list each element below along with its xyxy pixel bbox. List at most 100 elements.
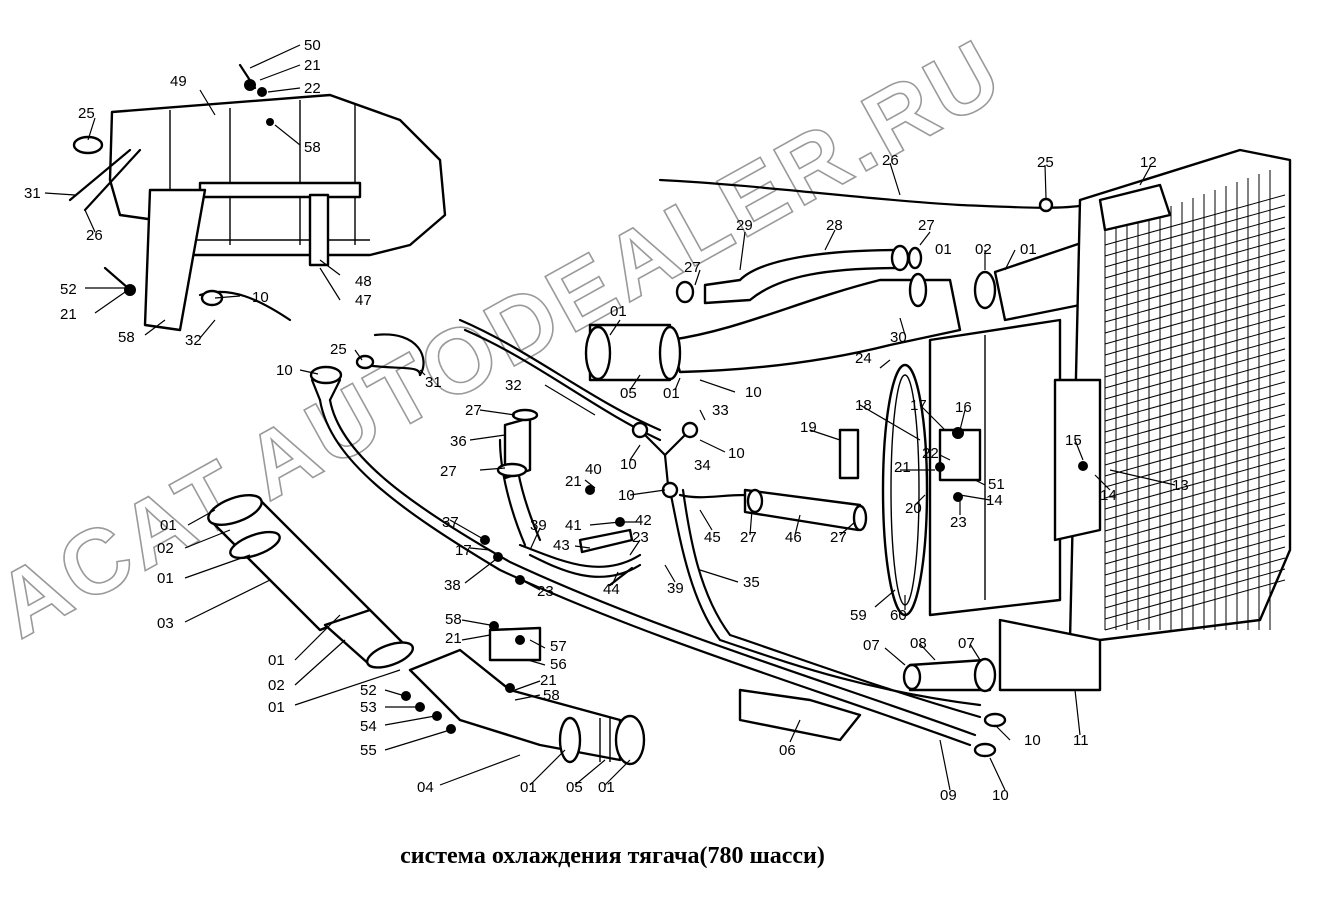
callout-56: 56 — [550, 656, 567, 673]
callout-14: 14 — [1100, 487, 1117, 504]
callout-10: 10 — [276, 362, 293, 379]
callout-40: 40 — [585, 461, 602, 478]
callout-32: 32 — [505, 377, 522, 394]
callout-21: 21 — [445, 630, 462, 647]
callout-51: 51 — [988, 476, 1005, 493]
callout-45: 45 — [704, 529, 721, 546]
callout-01: 01 — [610, 303, 627, 320]
callout-23: 23 — [950, 514, 967, 531]
callout-41: 41 — [565, 517, 582, 534]
callout-44: 44 — [603, 581, 620, 598]
callout-26: 26 — [86, 227, 103, 244]
callout-54: 54 — [360, 718, 377, 735]
callout-01: 01 — [935, 241, 952, 258]
callout-01: 01 — [160, 517, 177, 534]
radiator — [838, 148, 1292, 692]
callout-36: 36 — [450, 433, 467, 450]
callout-35: 35 — [743, 574, 760, 591]
callout-48: 48 — [355, 273, 372, 290]
callout-34: 34 — [694, 457, 711, 474]
callout-58: 58 — [445, 611, 462, 628]
callout-19: 19 — [800, 419, 817, 436]
callout-10: 10 — [992, 787, 1009, 804]
callout-10: 10 — [745, 384, 762, 401]
callout-50: 50 — [304, 37, 321, 54]
callout-27: 27 — [918, 217, 935, 234]
callout-26: 26 — [882, 152, 899, 169]
callout-52: 52 — [60, 281, 77, 298]
callout-22: 22 — [922, 445, 939, 462]
callout-31: 31 — [425, 374, 442, 391]
callout-21: 21 — [894, 459, 911, 476]
callout-21: 21 — [60, 306, 77, 323]
callout-10: 10 — [1024, 732, 1041, 749]
callout-17: 17 — [455, 542, 472, 559]
callout-15: 15 — [1065, 432, 1082, 449]
callout-07: 07 — [958, 635, 975, 652]
callout-55: 55 — [360, 742, 377, 759]
callout-labels: 50 21 22 49 25 58 31 26 48 47 52 21 10 5… — [24, 37, 1189, 804]
callout-01: 01 — [598, 779, 615, 796]
callout-25: 25 — [330, 341, 347, 358]
callout-49: 49 — [170, 73, 187, 90]
callout-39: 39 — [667, 580, 684, 597]
callout-23: 23 — [537, 583, 554, 600]
callout-33: 33 — [712, 402, 729, 419]
callout-02: 02 — [975, 241, 992, 258]
callout-01: 01 — [520, 779, 537, 796]
callout-10: 10 — [620, 456, 637, 473]
callout-02: 02 — [268, 677, 285, 694]
callout-53: 53 — [360, 699, 377, 716]
callout-21: 21 — [540, 672, 557, 689]
callout-46: 46 — [785, 529, 802, 546]
callout-09: 09 — [940, 787, 957, 804]
callout-27: 27 — [684, 259, 701, 276]
callout-25: 25 — [78, 105, 95, 122]
leader-lines — [44, 44, 1176, 791]
callout-01: 01 — [268, 699, 285, 716]
callout-13: 13 — [1172, 477, 1189, 494]
callout-21: 21 — [565, 473, 582, 490]
lower-lines — [309, 365, 1007, 758]
callout-10: 10 — [252, 289, 269, 306]
callout-01: 01 — [268, 652, 285, 669]
callout-18: 18 — [855, 397, 872, 414]
callout-52: 52 — [360, 682, 377, 699]
callout-58: 58 — [118, 329, 135, 346]
callout-28: 28 — [826, 217, 843, 234]
callout-05: 05 — [620, 385, 637, 402]
callout-04: 04 — [417, 779, 434, 796]
callout-37: 37 — [442, 514, 459, 531]
callout-06: 06 — [779, 742, 796, 759]
callout-01: 01 — [663, 385, 680, 402]
callout-01: 01 — [157, 570, 174, 587]
callout-08: 08 — [910, 635, 927, 652]
callout-42: 42 — [635, 512, 652, 529]
callout-25: 25 — [1037, 154, 1054, 171]
charge-air-pipes — [207, 323, 682, 766]
callout-32: 32 — [185, 332, 202, 349]
callout-05: 05 — [566, 779, 583, 796]
callout-01: 01 — [1020, 241, 1037, 258]
callout-47: 47 — [355, 292, 372, 309]
callout-27: 27 — [465, 402, 482, 419]
callout-57: 57 — [550, 638, 567, 655]
callout-11: 11 — [1073, 732, 1089, 749]
callout-24: 24 — [855, 350, 872, 367]
callout-23: 23 — [632, 529, 649, 546]
callout-12: 12 — [1140, 154, 1157, 171]
callout-27: 27 — [440, 463, 457, 480]
callout-07: 07 — [863, 637, 880, 654]
diagram-caption: система охлаждения тягача(780 шасси) — [400, 843, 825, 869]
callout-27: 27 — [740, 529, 757, 546]
callout-31: 31 — [24, 185, 41, 202]
callout-03: 03 — [157, 615, 174, 632]
callout-60: 60 — [890, 607, 907, 624]
callout-22: 22 — [304, 80, 321, 97]
callout-17: 17 — [910, 397, 927, 414]
callout-30: 30 — [890, 329, 907, 346]
callout-39: 39 — [530, 517, 547, 534]
callout-14: 14 — [986, 492, 1003, 509]
callout-59: 59 — [850, 607, 867, 624]
